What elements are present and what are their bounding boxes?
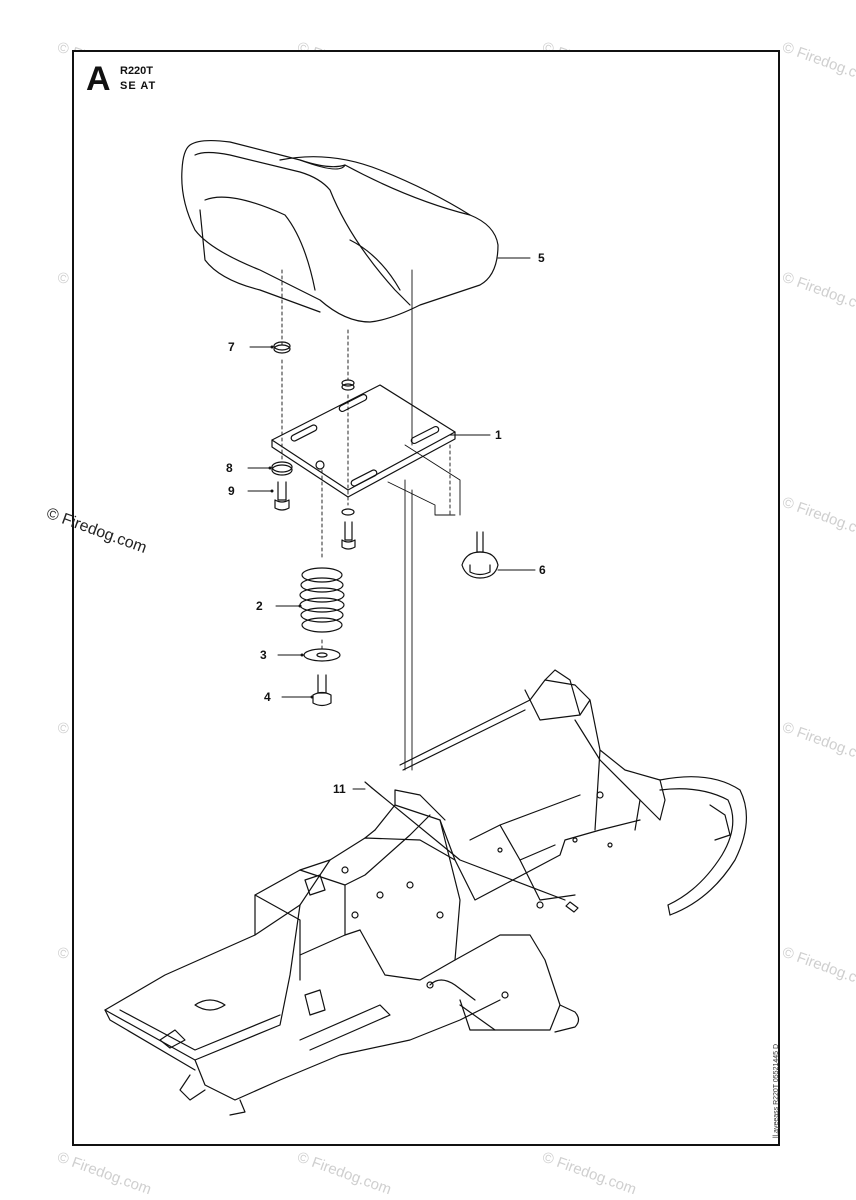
washer-part-8 (271, 461, 355, 516)
callout-7: 7 (228, 340, 235, 354)
spring-part-2 (299, 567, 345, 633)
callout-3: 3 (260, 648, 267, 662)
leader-lines (247, 257, 536, 790)
assembly-lines (281, 269, 451, 651)
bolt-part-9 (274, 481, 356, 550)
callout-6: 6 (539, 563, 546, 577)
mounting-plate-part (271, 384, 456, 498)
model-number: R220T (120, 65, 154, 77)
callout-1: 1 (495, 428, 502, 442)
callout-8: 8 (226, 461, 233, 475)
washer-part-3 (303, 648, 341, 662)
section-letter: A (86, 60, 111, 98)
bolt-part-4 (312, 674, 332, 707)
callout-4: 4 (264, 690, 271, 704)
seat-part (181, 139, 499, 323)
diagram-title: SE AT (120, 80, 157, 92)
knob-part-6 (461, 531, 499, 579)
callout-9: 9 (228, 484, 235, 498)
chassis-frame (104, 669, 748, 1116)
callout-5: 5 (538, 251, 545, 265)
callout-2: 2 (256, 599, 263, 613)
nut-part-7 (273, 341, 355, 391)
guide-lines (387, 269, 461, 771)
callout-11: 11 (333, 782, 346, 796)
